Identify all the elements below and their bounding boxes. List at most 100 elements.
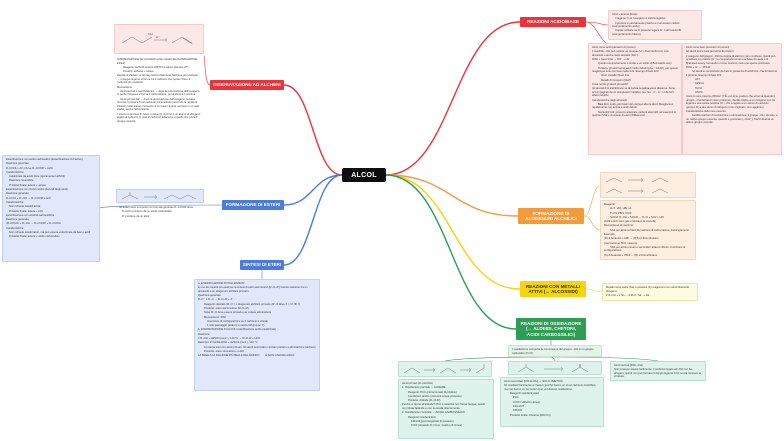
note-line: TsOH (686, 86, 702, 90)
note-line: KMnO4 (504, 409, 523, 413)
note-line: Non richiede catalisi acida (6, 205, 41, 209)
note-line: Prodotto: etere asimmetrico (R–O–R') (198, 306, 250, 310)
note-alogenuri: Reagenti: H–X: HCl, HBr, HI P–X3: PBr3, … (600, 200, 696, 260)
note-line: Non richiede catalizzatori, ma può esser… (6, 231, 91, 235)
note-line: Prodotto: etere simmetrico + H2O (198, 349, 245, 353)
note-line: Perché si ferma all'aldeide? PCC è selet… (402, 403, 486, 410)
link-alogenuri-formula (583, 185, 601, 217)
note-esteri-reazioni: Esterificazione con acido carbossilico (… (2, 155, 100, 262)
svg-text:OH: OH (148, 32, 153, 36)
note-line: Prodotto finale: estere + HCl (6, 209, 43, 213)
note-line: Meccanismo: SN2 (198, 315, 226, 319)
note-line: Reazione: (198, 332, 211, 336)
link-acido-base (385, 21, 521, 176)
note-line: R–COO proviene da un acido carbossilico (119, 210, 173, 214)
branch-ossidazione[interactable]: REAZIONI DI OSSIDAZIONE (→ ALDEIDI, CHET… (516, 318, 586, 340)
secondary-alcohol-structure-icon (517, 364, 589, 373)
note-line: SN2 per alcoli primari e secondari: atta… (604, 245, 687, 253)
note-line: SN1 per alcoli terziari: formazione di c… (604, 228, 689, 232)
note-line: L'ossidrile –OH può cedere un protone (H… (592, 50, 670, 57)
note-line: 1 solo passaggio (attacco e uscita del g… (198, 324, 265, 328)
branch-acido-base[interactable]: REAZIONI ACIDO/BASE (520, 17, 586, 27)
formula-alogenuri (600, 172, 696, 198)
note-ossidazione-intro: L'ossidazione comporta la conversione de… (508, 345, 602, 357)
link-ossidazione-terziari (550, 356, 659, 362)
note-line: Cos'è lo ione ossonio (ROH2⁺)? È uno ion… (686, 95, 776, 109)
link-ossidazione (385, 174, 517, 330)
note-line: Prodotto finale: Chetone (R2C=O) (504, 413, 551, 417)
link-disidratazione-note (203, 55, 211, 86)
branch-metalli[interactable]: REAZIONI CON METALLI ATTIVI (→ ALCOSSIDI… (520, 281, 586, 297)
note-line: Esempio: 2 CH3CH2OH + H2SO4 (conc.), 140… (198, 341, 258, 345)
note-line: R–O⁻ + R'–X → R–O–R' + X⁻ (198, 298, 234, 302)
note-line: Reazione reversibile (6, 179, 34, 183)
note-line: Prodotto finale: estere + acqua (6, 183, 46, 187)
note-line: Caratteristiche: (6, 226, 25, 230)
note-disidratazione: DISIDRATAZIONE AD ALCHENI acido-catalizz… (114, 56, 204, 156)
note-line: (R)-2-butanolo + HBr → (R/S)-2-bromobuta… (604, 237, 659, 241)
note-line: R' proviene da un alcol (119, 214, 150, 218)
note-line: Gli esteri sono composti con formula gen… (119, 206, 194, 209)
note-line: Funziona solo con alcoli primari. Gli al… (198, 345, 316, 349)
svg-text:H⁺: H⁺ (156, 35, 160, 39)
note-line: Reazione generale: (6, 162, 30, 166)
note-line: Il protone è parzialmente positivo e può… (612, 21, 681, 29)
note-line: Alcoli secondari (R2CH–OH) → SOLO CHETON… (504, 380, 563, 383)
note-line: Alcoli primari E2 → dopo la protonazione… (117, 97, 200, 112)
link-ossidazione-primari (444, 356, 552, 362)
branch-disidratazione[interactable]: DISIDRATAZIONE AD ALCHENI (210, 80, 284, 90)
note-line: Regola di Zaitsev: si forma preferenzial… (117, 74, 199, 85)
link-disidratazione (283, 84, 343, 176)
note-line: (S)-2-butanolo + PBr3 → (R)-2-bromobutan… (604, 253, 658, 257)
note-line: Esterificazione con cloruri acilici (der… (6, 188, 68, 192)
note-line: Reazione generale: (6, 218, 30, 222)
note-line: Esterificazione con anidridi carbossilic… (6, 213, 55, 217)
link-metalli (385, 174, 521, 290)
note-line: Caratteristiche dello ione ossonio: (686, 109, 727, 113)
formula-secondari (508, 361, 602, 375)
note-line: Meccanismo: (117, 85, 133, 89)
center-node-alcol[interactable]: ALCOL (342, 168, 386, 182)
note-alcoli-basi: Alcol come basi (accettori di protoni)Gl… (682, 43, 782, 155)
note-line: ROH + H⁺ → ROH2⁺ (686, 65, 712, 69)
note-line: Meccanismo di reazione: (604, 224, 634, 228)
note-line: Esempio: (604, 233, 616, 237)
link-esteri (283, 174, 343, 206)
note-line: Alcol come acidi (donatori di protoni) (592, 46, 636, 49)
note-alcoli-terziari: Alcoli terziari (R3C–OH)Non possono esse… (610, 361, 706, 381)
note-line: Reazione generale: (198, 294, 222, 298)
note-line: Gli alcoli come basi (accettori di proto… (686, 50, 734, 54)
note-line: P–X3: PBr3, PCl3 (604, 211, 632, 215)
note-line: Prodotto finale: estere + acido carbossi… (6, 235, 60, 239)
note-line: DISIDRATAZIONE AD ALCHENI acido-catalizz… (117, 58, 198, 65)
note-line: Reagenti: (604, 203, 616, 206)
note-line: Gli ossidanti facilmente a chetoni, perc… (504, 384, 597, 391)
note-line: Reagenti: PCC (clorocromato di piridinio… (402, 390, 457, 394)
note-line: Alcoli terziari (R3C–OH) (614, 364, 643, 367)
branch-alogenuri[interactable]: FORMAZIONE DI ALOGENURI ALCHILICI (518, 208, 584, 224)
note-line: a. ETERIFICAZIONE DI WILLIAMSON (198, 282, 245, 285)
note-line: R–COCl + R'–OH → R–COOR' + HCl (6, 196, 51, 200)
note-line: (SO2 e HCl sono gas e lasciano la miscel… (604, 220, 656, 224)
note-line: Metalli come sodio (Na) o potassio (K) r… (606, 286, 690, 293)
note-metalli: Metalli come sodio (Na) o potassio (K) r… (602, 283, 698, 301)
note-line: Idruri metallici NaH, KH (592, 74, 629, 78)
formula-primari (398, 361, 492, 377)
branch-sintesi-eteri[interactable]: SINTESI DI ETERI (240, 260, 284, 270)
note-line: 2 R–OH + H2SO4 (conc.), 140 °C → R–O–R +… (198, 337, 261, 341)
note-line: Reagenti ossidanti usati: (504, 392, 540, 396)
note-line: Catalizzata da acido forte (tipicamente … (6, 175, 66, 179)
link-esteri-note (99, 204, 223, 209)
note-acido-base-intro: Alcol + anione (base): Il legame O–H l'o… (608, 10, 702, 40)
formula-esteri (116, 189, 204, 203)
note-line: Reazione generale: (6, 192, 30, 196)
note-line: (R–CO)2O + R'–OH → R–COOR' + R–COOH (6, 222, 61, 226)
note-alcoli-secondari: Alcoli secondari (R2CH–OH) → SOLO CHETON… (500, 377, 604, 427)
link-metalli-note (585, 288, 603, 293)
note-line: Non possono essere facilmente: il carbon… (614, 368, 702, 379)
note-line: Gli alcoli si comportano da basi in pres… (686, 70, 778, 77)
branch-esteri[interactable]: FORMAZIONE DI ESTERI (222, 200, 284, 210)
